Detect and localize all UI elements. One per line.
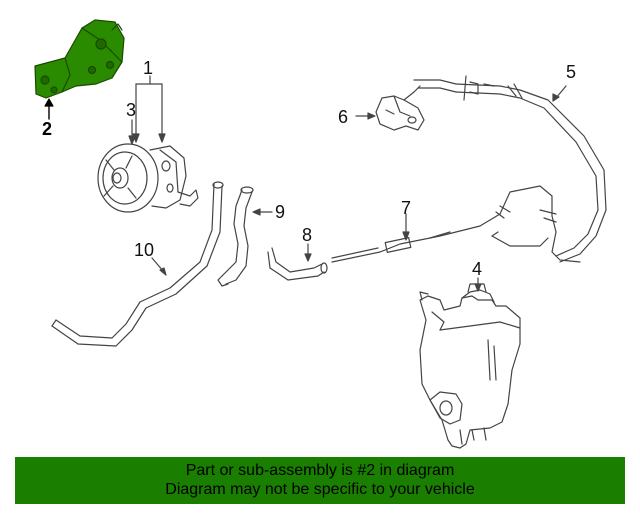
banner-line-2: Diagram may not be specific to your vehi…	[165, 481, 475, 498]
leader-1	[132, 75, 166, 143]
disclaimer-banner: Part or sub-assembly is #2 in diagram Di…	[15, 457, 625, 504]
reservoir-part-4[interactable]	[419, 283, 521, 449]
return-hose-part-10[interactable]	[51, 181, 224, 347]
leader-5	[552, 85, 567, 102]
callout-6: 6	[338, 107, 349, 127]
callout-4: 4	[472, 259, 483, 279]
banner-line-1: Part or sub-assembly is #2 in diagram	[185, 462, 455, 479]
clip-part-6[interactable]	[375, 85, 425, 131]
callout-10: 10	[134, 240, 155, 260]
bracket-part-2[interactable]	[34, 19, 125, 99]
leader-9	[252, 208, 273, 216]
callout-8: 8	[302, 225, 313, 245]
pressure-line-part-7[interactable]	[331, 185, 581, 263]
callout-2: 2	[42, 119, 53, 139]
leader-6	[355, 112, 376, 120]
leader-2	[44, 98, 54, 120]
leader-10	[151, 257, 167, 276]
callout-3: 3	[126, 100, 137, 120]
hose-part-9[interactable]	[217, 186, 254, 287]
leader-7	[402, 213, 410, 241]
leader-4	[474, 277, 482, 292]
callout-7: 7	[401, 198, 412, 218]
callout-5: 5	[566, 62, 577, 82]
leader-8	[304, 243, 312, 262]
callout-1: 1	[143, 58, 154, 78]
callout-9: 9	[275, 202, 286, 222]
leader-3	[128, 119, 136, 145]
power-steering-pump[interactable]	[97, 143, 199, 213]
hose-assembly-part-5[interactable]	[413, 75, 607, 263]
hose-part-8[interactable]	[267, 247, 328, 281]
